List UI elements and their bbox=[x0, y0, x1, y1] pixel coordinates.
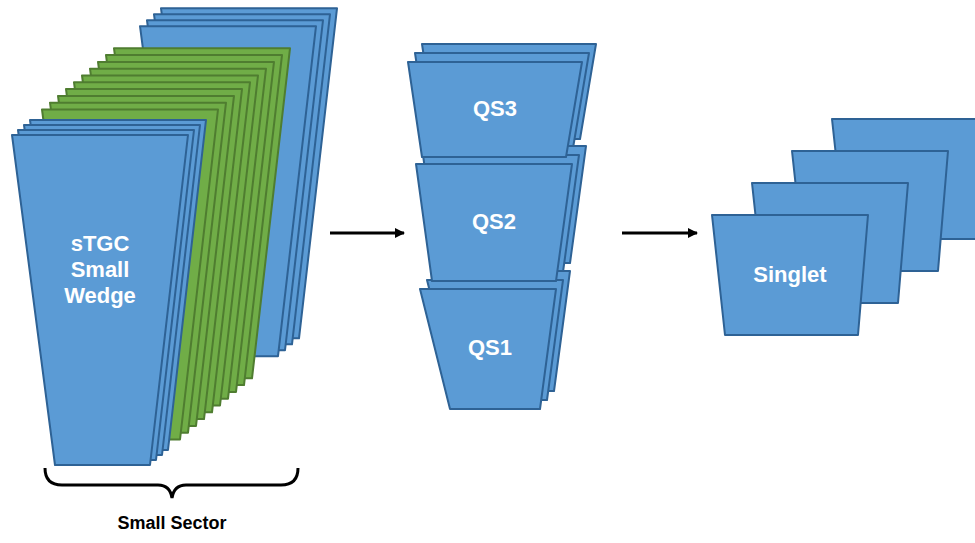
trapezoid-module: QS3 bbox=[408, 62, 582, 157]
trapezoid-shape bbox=[416, 164, 572, 281]
module-label: QS3 bbox=[445, 96, 545, 122]
bracket bbox=[45, 468, 298, 498]
flow-arrow bbox=[622, 232, 697, 235]
module-label: Singlet bbox=[730, 262, 850, 288]
module-label: QS1 bbox=[440, 335, 540, 361]
flow-arrow bbox=[330, 232, 404, 235]
trapezoid-shape bbox=[408, 62, 582, 157]
trapezoid-shape bbox=[12, 135, 188, 465]
module-label: sTGC Small Wedge bbox=[60, 231, 140, 309]
trapezoid-module: QS1 bbox=[420, 289, 556, 409]
trapezoid-shape bbox=[712, 215, 868, 335]
module-label: QS2 bbox=[444, 209, 544, 235]
trapezoid-shape bbox=[420, 289, 556, 409]
group-label: Small Sector bbox=[117, 513, 226, 534]
trapezoid-module: Singlet bbox=[712, 215, 868, 335]
trapezoid-module: QS2 bbox=[416, 164, 572, 281]
trapezoid-module: sTGC Small Wedge bbox=[12, 135, 188, 465]
